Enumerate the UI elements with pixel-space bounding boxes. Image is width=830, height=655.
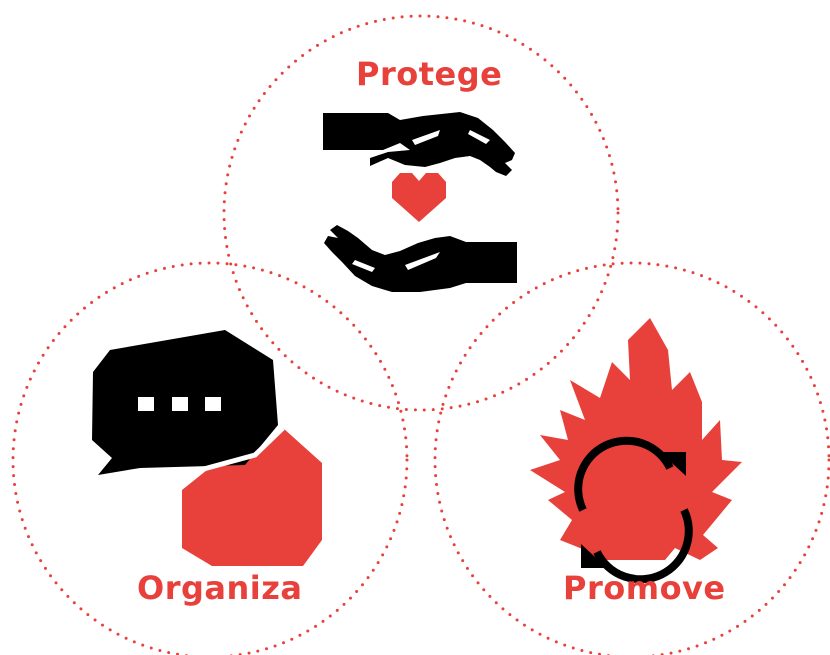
hands-holding-heart-icon <box>323 112 517 292</box>
label-protege: Protege <box>356 55 503 93</box>
fire-with-cycle-arrows-icon <box>530 318 742 584</box>
circle-promove <box>433 261 830 655</box>
bottom-hand-icon <box>324 225 517 292</box>
label-promove: Promove <box>563 569 726 607</box>
dot-icon <box>205 397 221 411</box>
speech-bubbles-icon <box>92 330 322 566</box>
label-organiza: Organiza <box>137 569 303 607</box>
circle-organiza <box>11 261 409 655</box>
dot-icon <box>138 397 154 411</box>
red-speech-bubble-icon <box>182 428 322 566</box>
dot-icon <box>172 397 188 411</box>
top-hand-icon <box>323 112 515 176</box>
cycle-arrows-icon <box>574 436 693 584</box>
circle-protege <box>222 14 620 412</box>
heart-icon <box>392 173 446 222</box>
